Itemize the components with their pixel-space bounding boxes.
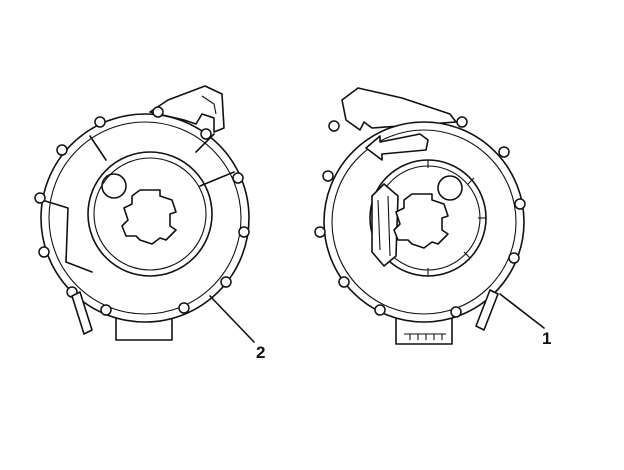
callout-label-2: 2: [256, 343, 266, 362]
callout-label-1: 1: [542, 329, 552, 348]
small-port: [101, 173, 127, 199]
clockspring-front-view: [314, 87, 545, 345]
mounting-bolts-left: [34, 106, 250, 316]
lower-clip-right: [475, 289, 499, 331]
leader-line-2: [209, 295, 255, 343]
splined-hub-right: [393, 193, 449, 249]
upper-mount-tab: [149, 85, 225, 133]
mounting-bolts-right: [314, 116, 526, 318]
leader-line-1: [499, 293, 545, 329]
lower-clip: [71, 291, 93, 335]
inner-ring: [87, 151, 213, 277]
ribbon-guide: [371, 183, 399, 267]
clockspring-rear-view: [34, 85, 255, 343]
splined-hub: [121, 189, 177, 245]
rotation-arrow: [365, 133, 429, 161]
small-port-right: [437, 175, 463, 201]
